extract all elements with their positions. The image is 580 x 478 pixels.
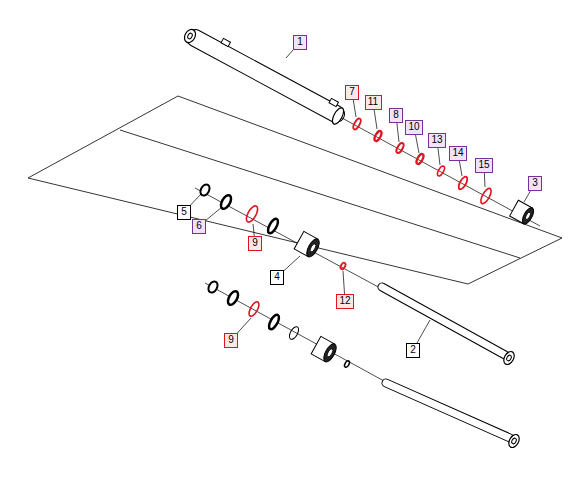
callout-number: 8: [393, 110, 399, 120]
rod-eye-hole: [511, 437, 517, 444]
piston-rod: [382, 287, 505, 355]
callout-box: 13: [428, 133, 446, 148]
seal: [415, 153, 425, 165]
callout-number: 3: [532, 178, 538, 188]
rod-eye-hole: [506, 354, 512, 361]
o-ring: [244, 204, 260, 224]
o-ring: [344, 360, 351, 368]
callout-number: 5: [181, 207, 187, 217]
callout-box: 10: [405, 120, 423, 135]
axis-line: [342, 118, 540, 226]
callout-number: 4: [274, 272, 280, 282]
callout-box: 8: [389, 108, 403, 123]
backup-ring: [457, 175, 469, 190]
washer: [226, 290, 240, 307]
piston-rod: [386, 383, 510, 438]
callout-number: 10: [408, 122, 419, 132]
callout-box: 1: [293, 35, 307, 50]
rod-eye: [507, 433, 522, 450]
tube-end: [330, 106, 346, 126]
o-ring: [479, 187, 493, 205]
axis-line: [205, 283, 395, 387]
plane-line: [120, 130, 520, 258]
callout-number: 9: [228, 335, 234, 345]
assembly-plane: [28, 96, 562, 284]
callout-number: 1: [297, 37, 303, 47]
bearing: [266, 217, 280, 234]
callout-number: 6: [196, 221, 202, 231]
callout-box: 12: [336, 294, 354, 309]
callout-number: 9: [252, 238, 258, 248]
callout-number: 7: [349, 87, 355, 97]
callout-number: 12: [339, 296, 350, 306]
axis-line: [195, 188, 395, 296]
ring: [288, 325, 301, 341]
callout-number: 13: [431, 135, 442, 145]
piston: [294, 231, 322, 258]
cylinder-tube: [195, 38, 336, 114]
callout-box: 9: [224, 333, 238, 348]
nut: [207, 280, 220, 294]
o-ring: [352, 118, 362, 131]
o-ring: [340, 262, 347, 270]
callout-box: 3: [528, 176, 542, 191]
nut: [199, 183, 212, 197]
seal: [395, 142, 405, 154]
bearing: [267, 313, 281, 330]
callout-number: 11: [368, 97, 378, 107]
callout-number: 15: [478, 160, 489, 170]
o-ring: [247, 300, 261, 317]
callout-box: 4: [270, 270, 284, 285]
callout-number: 14: [452, 148, 463, 158]
callout-box: 6: [192, 219, 206, 234]
tube-eye-hole: [187, 32, 193, 39]
callout-box: 11: [365, 95, 382, 110]
seal: [373, 130, 383, 142]
seal: [436, 165, 446, 177]
callout-box: 9: [248, 236, 262, 251]
tube-eye: [182, 27, 198, 44]
rod-eye: [502, 350, 517, 367]
callout-box: 15: [475, 158, 493, 173]
callout-box: 7: [345, 85, 359, 100]
gland: [510, 200, 536, 225]
callout-number: 2: [410, 345, 416, 355]
port-boss: [221, 38, 230, 46]
port-boss: [329, 98, 338, 106]
callout-box: 14: [449, 146, 467, 161]
callout-box: 2: [406, 343, 420, 358]
callout-box: 5: [177, 205, 191, 220]
piston: [311, 336, 339, 363]
